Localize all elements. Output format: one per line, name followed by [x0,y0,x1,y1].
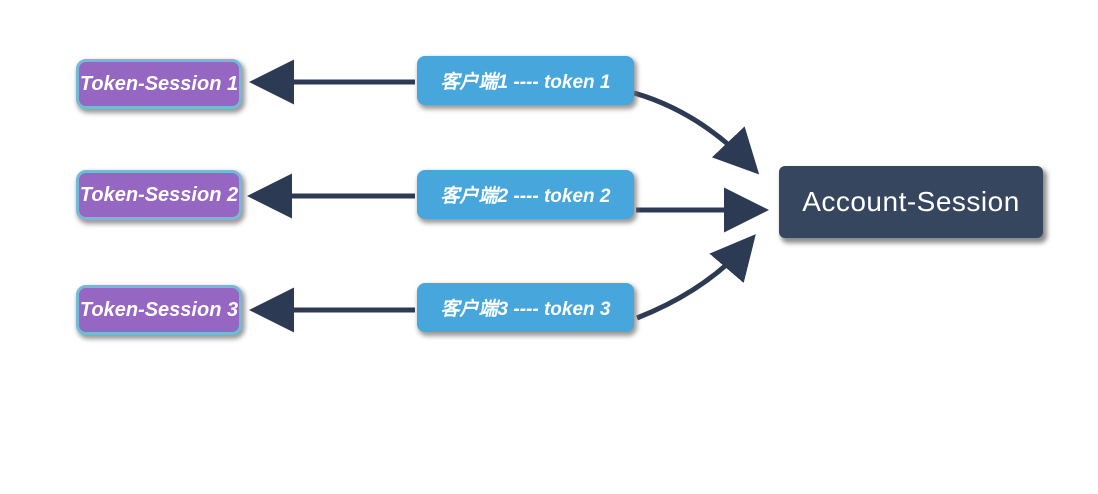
client-3-box: 客户端3 ---- token 3 [417,283,634,332]
token-session-3-label: Token-Session 3 [79,298,239,321]
arrow-client3-to-account-session [636,234,756,321]
arrow-client1-to-account-session [633,90,760,175]
token-session-2-label: Token-Session 2 [79,183,239,206]
token-session-2-box: Token-Session 2 [76,170,242,220]
client-2-box: 客户端2 ---- token 2 [417,170,634,219]
client-1-box: 客户端1 ---- token 1 [417,56,634,105]
client-1-label: 客户端1 ---- token 1 [440,72,611,93]
account-session-label: Account-Session [802,186,1020,217]
client-3-label: 客户端3 ---- token 3 [440,299,611,320]
account-session-box: Account-Session [779,166,1043,238]
client-2-label: 客户端2 ---- token 2 [440,186,611,207]
token-session-3-box: Token-Session 3 [76,285,242,335]
token-session-1-box: Token-Session 1 [76,59,242,109]
token-session-1-label: Token-Session 1 [79,72,239,95]
